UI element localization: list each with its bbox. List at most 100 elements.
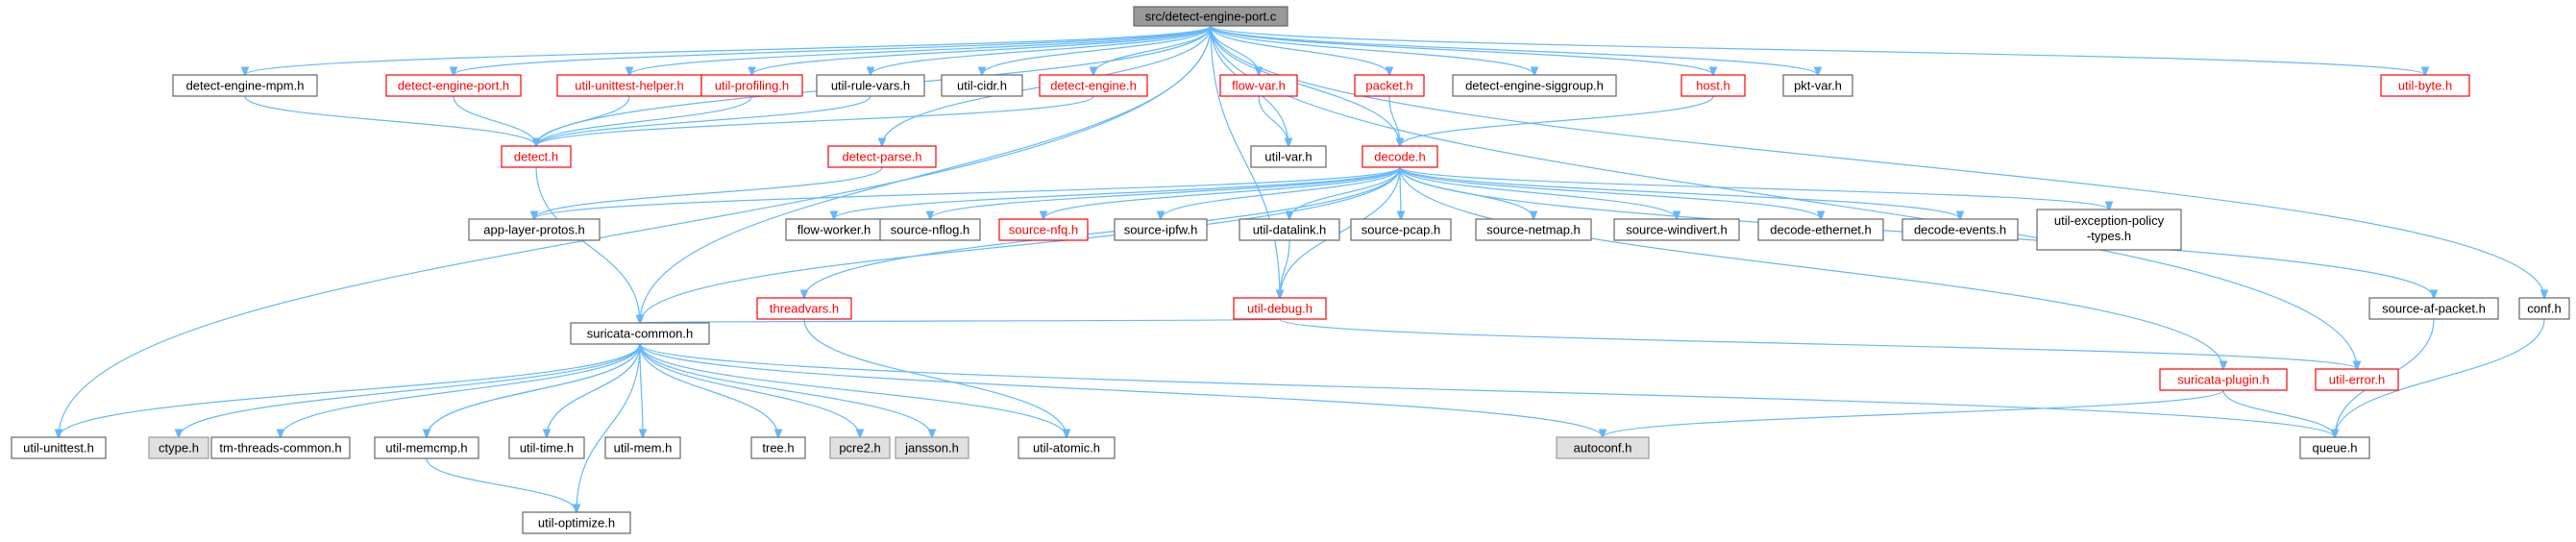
- node-host[interactable]: host.h: [1681, 74, 1746, 97]
- node-tree[interactable]: tree.h: [750, 436, 806, 459]
- node-threadvars[interactable]: threadvars.h: [756, 297, 852, 320]
- node-error[interactable]: util-error.h: [2315, 368, 2399, 391]
- node-nflog[interactable]: source-nflog.h: [879, 218, 981, 241]
- node-label-decode: decode.h: [1374, 150, 1426, 164]
- edge-common-to-autoconf: [639, 343, 1603, 437]
- node-nfq[interactable]: source-nfq.h: [998, 218, 1089, 241]
- node-box-siggroup: [1452, 74, 1617, 97]
- node-flowWorker[interactable]: flow-worker.h: [785, 218, 883, 241]
- node-enginePort[interactable]: detect-engine-port.h: [385, 74, 522, 97]
- edge-common-to-pcre2: [639, 343, 860, 437]
- node-detect[interactable]: detect.h: [501, 145, 572, 168]
- node-label-detectParse: detect-parse.h: [842, 150, 921, 164]
- node-tmThreads[interactable]: tm-threads-common.h: [210, 436, 351, 459]
- edge-plugin-to-queue: [2222, 389, 2335, 437]
- edge-engine-to-detect: [536, 95, 1094, 146]
- node-box-afPacket: [2368, 297, 2499, 320]
- node-ethernet[interactable]: decode-ethernet.h: [1757, 218, 1884, 241]
- node-windivert[interactable]: source-windivert.h: [1613, 218, 1740, 241]
- node-label-netmap: source-netmap.h: [1486, 223, 1581, 237]
- edge-root-to-ruleVars: [871, 25, 1212, 75]
- node-unittest[interactable]: util-unittest.h: [11, 436, 107, 459]
- node-debug[interactable]: util-debug.h: [1233, 297, 1327, 320]
- node-decode[interactable]: decode.h: [1362, 145, 1438, 168]
- node-box-plugin: [2159, 368, 2288, 391]
- node-label-afPacket: source-af-packet.h: [2382, 302, 2486, 316]
- edge-decode-to-nflog: [930, 166, 1401, 219]
- node-box-atomic: [1018, 436, 1116, 459]
- node-box-autoconf: [1556, 436, 1650, 459]
- node-box-netmap: [1475, 218, 1592, 241]
- node-cidr[interactable]: util-cidr.h: [941, 74, 1023, 97]
- node-box-jansson: [895, 436, 969, 459]
- node-label-threadvars: threadvars.h: [770, 302, 839, 316]
- node-packet[interactable]: packet.h: [1354, 74, 1425, 97]
- node-unitHelper[interactable]: util-unittest-helper.h: [556, 74, 702, 97]
- node-label-host: host.h: [1696, 79, 1730, 93]
- edge-common-to-tree: [639, 343, 778, 437]
- node-label-conf: conf.h: [2527, 302, 2561, 316]
- node-detectParse[interactable]: detect-parse.h: [827, 145, 937, 168]
- node-ruleVars[interactable]: util-rule-vars.h: [816, 74, 925, 97]
- node-box-utilByte: [2380, 74, 2470, 97]
- node-label-utilByte: util-byte.h: [2398, 79, 2452, 93]
- node-label-time: util-time.h: [520, 441, 574, 456]
- node-box-mem: [604, 436, 681, 459]
- node-box-host: [1681, 74, 1746, 97]
- edge-decode-to-threadvars: [804, 166, 1401, 298]
- node-datalink[interactable]: util-datalink.h: [1239, 218, 1340, 241]
- node-utilVar[interactable]: util-var.h: [1250, 145, 1327, 168]
- node-label-enginePort: detect-engine-port.h: [398, 79, 509, 93]
- node-label-ipfw: source-ipfw.h: [1124, 223, 1198, 237]
- node-time[interactable]: util-time.h: [508, 436, 585, 459]
- node-profiling[interactable]: util-profiling.h: [700, 74, 803, 97]
- node-label-flowWorker: flow-worker.h: [797, 223, 871, 237]
- node-events[interactable]: decode-events.h: [1901, 218, 2019, 241]
- node-engine[interactable]: detect-engine.h: [1039, 74, 1148, 97]
- node-optimize[interactable]: util-optimize.h: [522, 511, 631, 534]
- node-label-cidr: util-cidr.h: [957, 79, 1007, 93]
- node-common[interactable]: suricata-common.h: [570, 322, 710, 345]
- node-afPacket[interactable]: source-af-packet.h: [2368, 297, 2499, 320]
- edge-time-to-common: [546, 344, 640, 438]
- node-box-profiling: [700, 74, 803, 97]
- node-label-root: src/detect-engine-port.c: [1145, 10, 1277, 24]
- node-box-pcre2: [829, 436, 891, 459]
- node-atomic[interactable]: util-atomic.h: [1018, 436, 1116, 459]
- node-mem[interactable]: util-mem.h: [604, 436, 681, 459]
- node-queue[interactable]: queue.h: [2299, 436, 2370, 459]
- node-utilByte[interactable]: util-byte.h: [2380, 74, 2470, 97]
- node-memcmp[interactable]: util-memcmp.h: [374, 436, 479, 459]
- edge-decode-to-common: [640, 166, 1401, 323]
- node-plugin[interactable]: suricata-plugin.h: [2159, 368, 2288, 391]
- node-mpm[interactable]: detect-engine-mpm.h: [172, 74, 318, 97]
- node-box-queue: [2299, 436, 2370, 459]
- node-ctype: ctype.h: [148, 436, 209, 459]
- node-label-atomic: util-atomic.h: [1033, 441, 1100, 456]
- node-siggroup[interactable]: detect-engine-siggroup.h: [1452, 74, 1617, 97]
- edge-host-to-decode: [1400, 95, 1714, 146]
- edge-root-to-engine: [1093, 25, 1212, 75]
- node-box-optimize: [522, 511, 631, 534]
- edge-memcmp-to-optimize: [426, 457, 577, 512]
- node-exception[interactable]: util-exception-policy-types.h: [2036, 209, 2182, 251]
- node-box-ipfw: [1114, 218, 1208, 241]
- node-pcap[interactable]: source-pcap.h: [1350, 218, 1452, 241]
- edge-decode-to-pcap: [1400, 166, 1401, 219]
- node-label-appLayer: app-layer-protos.h: [483, 223, 585, 237]
- edge-common-to-mem: [640, 343, 643, 437]
- edge-decode-to-ethernet: [1399, 166, 1821, 219]
- node-label-exception: util-exception-policy-types.h: [2054, 213, 2165, 243]
- node-appLayer[interactable]: app-layer-protos.h: [468, 218, 601, 241]
- node-box-tree: [750, 436, 806, 459]
- node-ipfw[interactable]: source-ipfw.h: [1114, 218, 1208, 241]
- node-flowVar[interactable]: flow-var.h: [1219, 74, 1298, 97]
- edge-mpm-to-detect: [244, 95, 536, 146]
- edge-common-to-atomic: [639, 343, 1067, 437]
- node-root: src/detect-engine-port.c: [1133, 6, 1288, 27]
- node-label-utilVar: util-var.h: [1264, 150, 1312, 164]
- node-conf[interactable]: conf.h: [2518, 297, 2570, 320]
- node-box-debug: [1233, 297, 1327, 320]
- node-pktVar[interactable]: pkt-var.h: [1782, 74, 1853, 97]
- node-netmap[interactable]: source-netmap.h: [1475, 218, 1592, 241]
